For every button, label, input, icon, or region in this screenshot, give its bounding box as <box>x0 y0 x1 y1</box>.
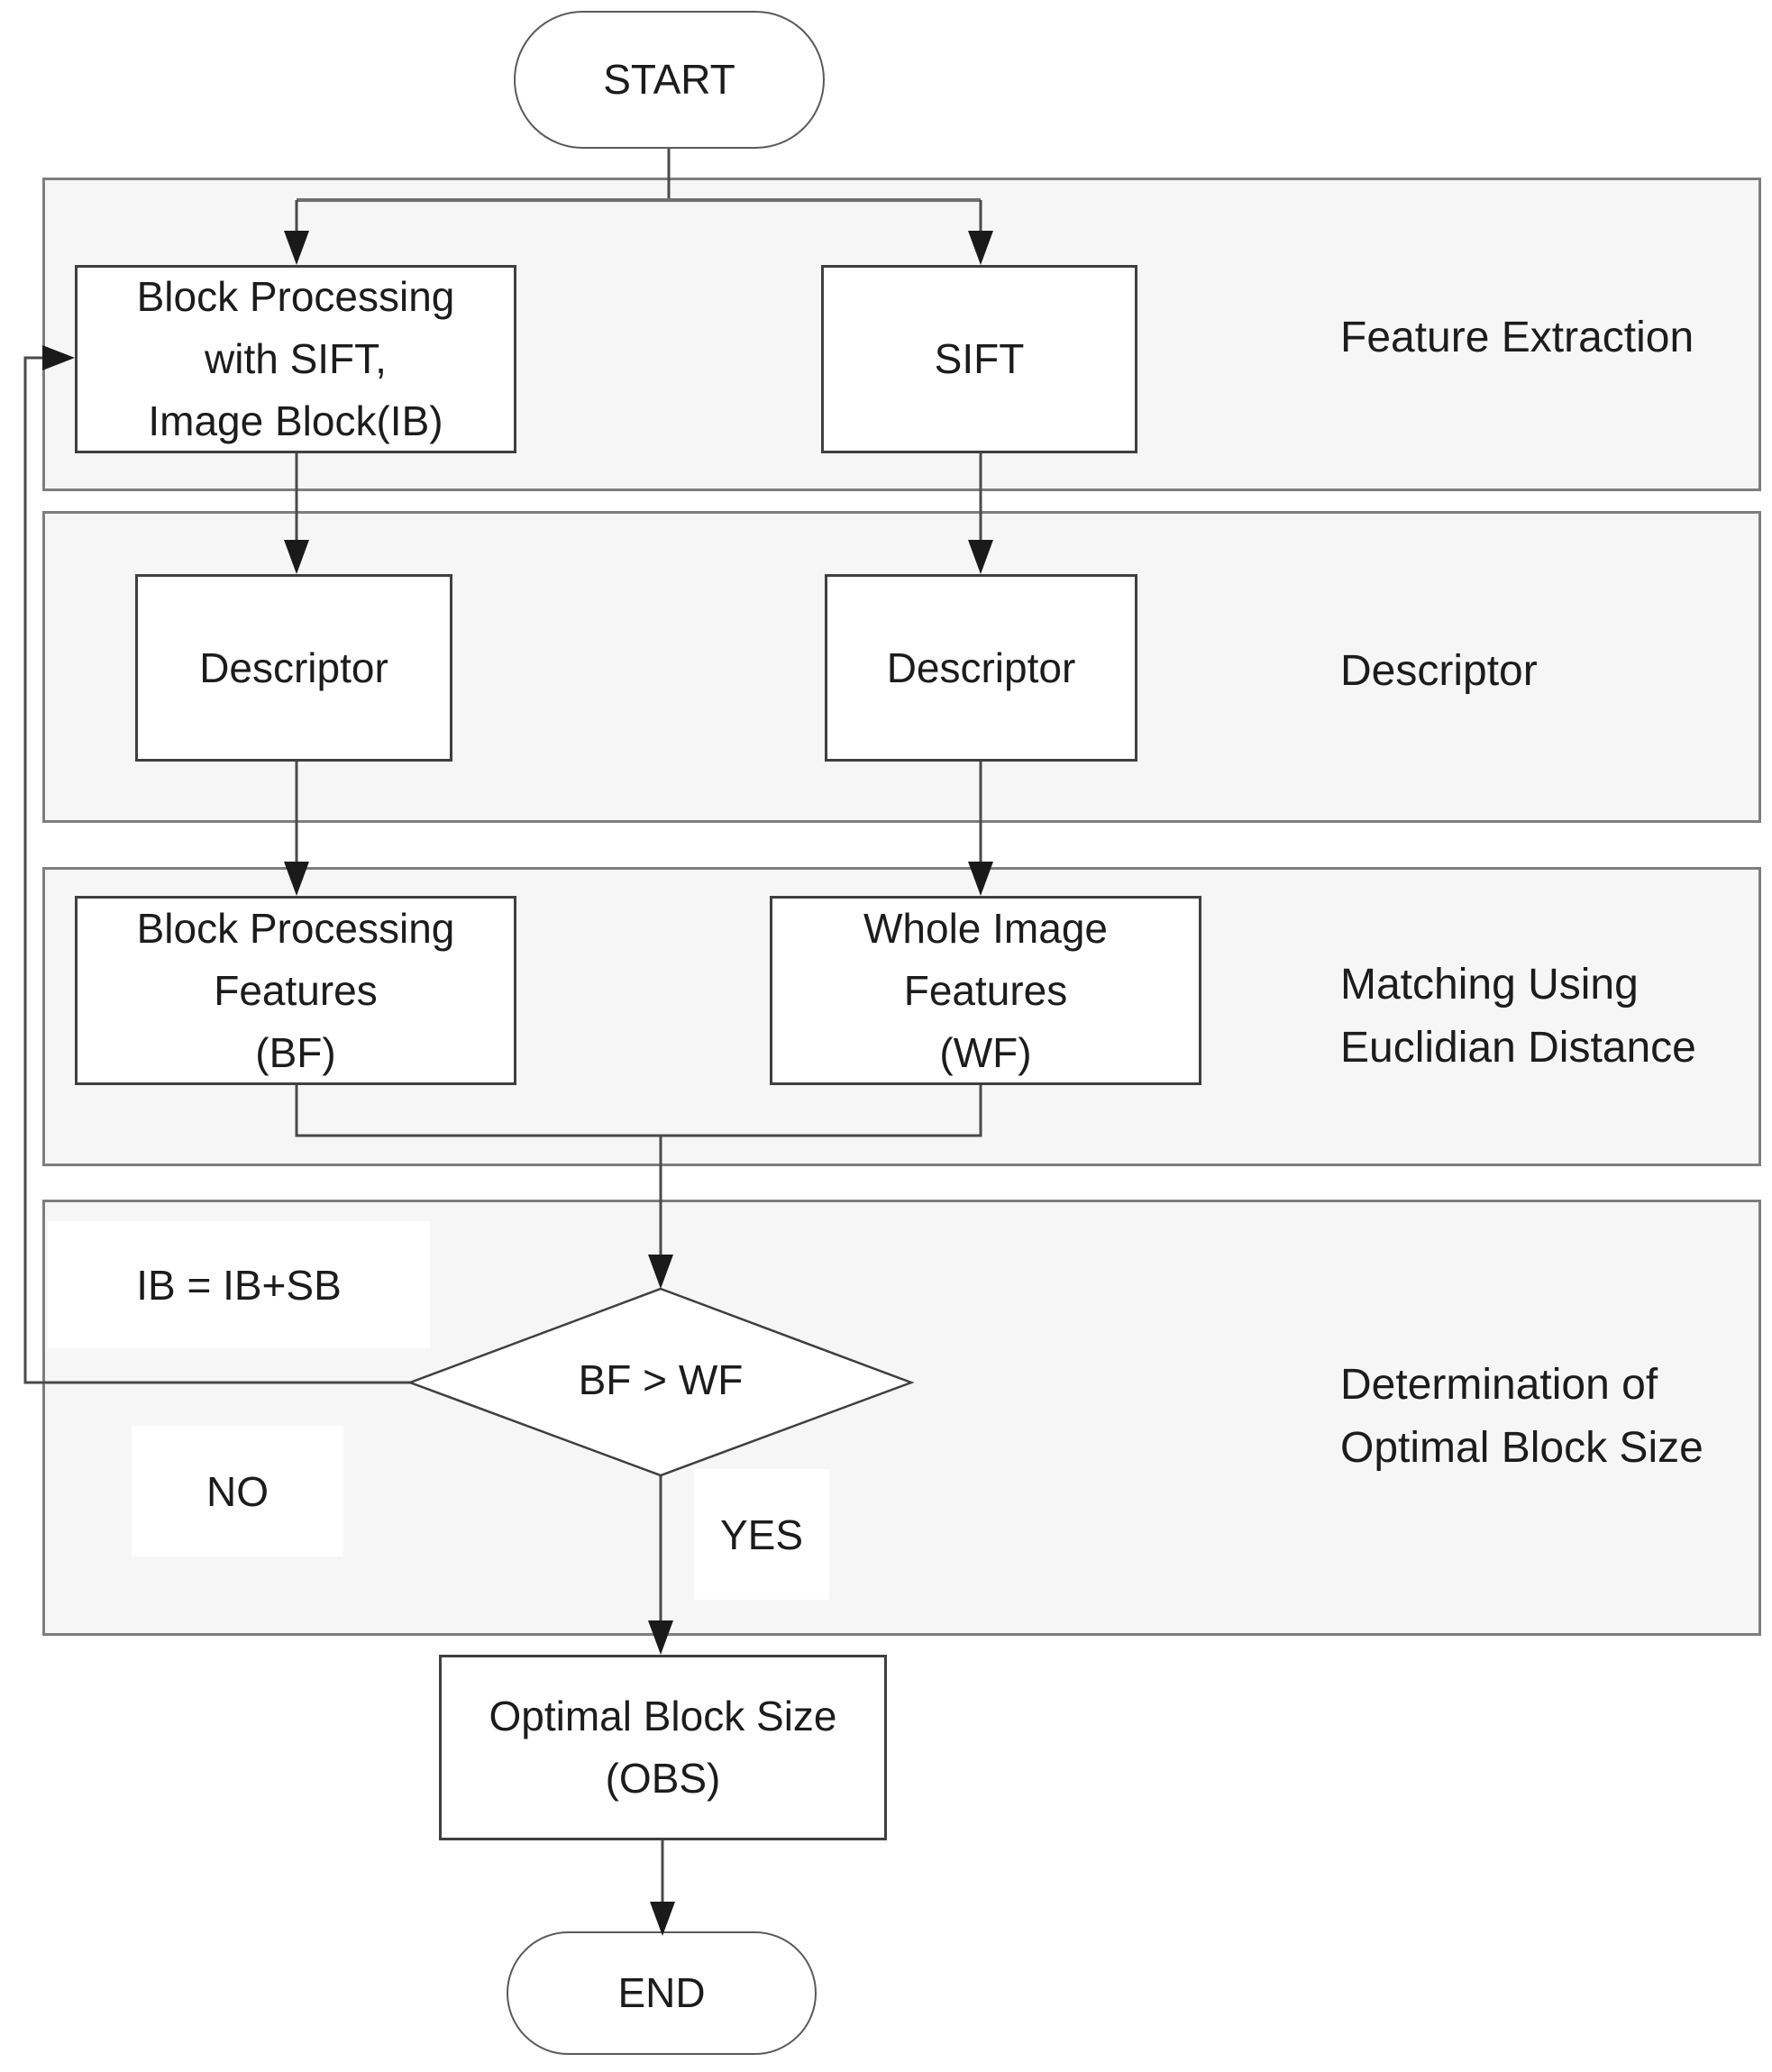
block-features-node: Block Processing Features (BF) <box>75 896 516 1085</box>
section-label-descriptor: Descriptor <box>1340 647 1538 695</box>
sift-node: SIFT <box>821 265 1137 453</box>
no-branch-label: NO <box>132 1426 343 1556</box>
end-node: END <box>507 1931 817 2055</box>
decision-label: BF > WF <box>578 1356 744 1403</box>
whole-features-node: Whole Image Features (WF) <box>770 896 1201 1085</box>
optimal-block-size-node: Optimal Block Size (OBS) <box>439 1655 887 1840</box>
descriptor-left-node: Descriptor <box>135 574 452 762</box>
descriptor-right-node: Descriptor <box>825 574 1137 762</box>
loop-update-label: IB = IB+SB <box>48 1221 430 1348</box>
section-label-feature-extraction: Feature Extraction <box>1340 314 1694 361</box>
section-label-determination: Determination of Optimal Block Size <box>1340 1361 1703 1472</box>
yes-branch-label: YES <box>694 1469 829 1600</box>
block-processing-node: Block Processing with SIFT, Image Block(… <box>75 265 516 453</box>
start-node: START <box>514 11 825 149</box>
section-label-matching: Matching Using Euclidian Distance <box>1340 961 1696 1072</box>
